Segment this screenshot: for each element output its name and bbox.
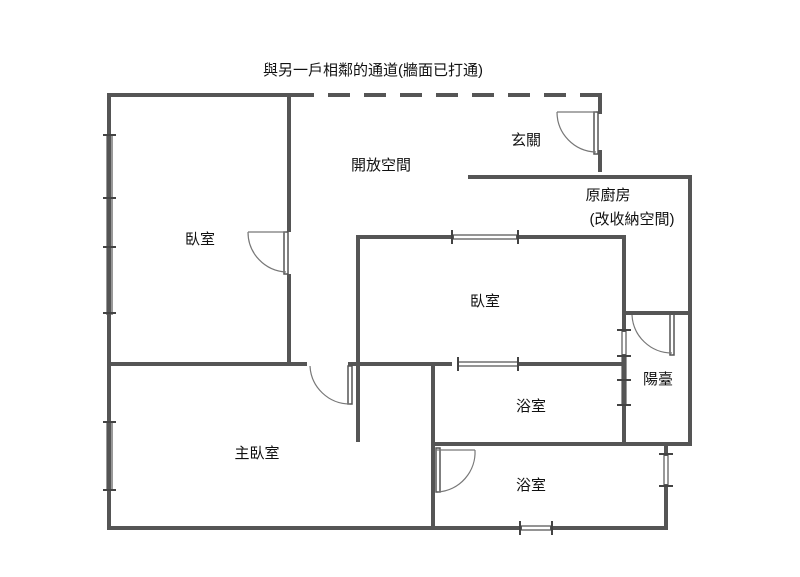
label-bathroom-1: 浴室 bbox=[516, 398, 546, 415]
label-storage-note: (改收納空間) bbox=[590, 211, 675, 228]
window-balcony-left bbox=[617, 329, 631, 406]
label-open-space: 開放空間 bbox=[351, 157, 411, 174]
window-left-bedroom bbox=[103, 134, 116, 315]
top-note: 與另一戶相鄰的通道(牆面已打通) bbox=[263, 62, 483, 79]
door-balcony bbox=[631, 312, 675, 356]
window-center-bedroom-top bbox=[451, 230, 519, 244]
door-bedroom-left bbox=[247, 231, 289, 275]
window-bath2-right bbox=[659, 453, 673, 487]
label-entrance: 玄關 bbox=[511, 132, 541, 149]
labels: 與另一戶相鄰的通道(牆面已打通) 臥室 開放空間 玄關 原廚房 (改收納空間) … bbox=[185, 62, 675, 494]
door-master bbox=[309, 365, 353, 405]
door-bath2 bbox=[435, 447, 476, 493]
label-original-kitchen: 原廚房 bbox=[585, 186, 630, 204]
door-entrance bbox=[556, 111, 599, 155]
doors bbox=[247, 111, 675, 493]
label-balcony: 陽臺 bbox=[643, 371, 673, 388]
window-center-bedroom-bottom bbox=[457, 357, 519, 371]
window-bottom bbox=[519, 521, 553, 535]
label-bathroom-2: 浴室 bbox=[516, 477, 546, 494]
label-master-bedroom: 主臥室 bbox=[234, 445, 279, 462]
windows bbox=[103, 134, 673, 535]
window-left-master bbox=[103, 421, 116, 491]
walls bbox=[107, 93, 692, 530]
label-bedroom-left: 臥室 bbox=[185, 231, 215, 248]
label-bedroom-center: 臥室 bbox=[470, 293, 500, 310]
